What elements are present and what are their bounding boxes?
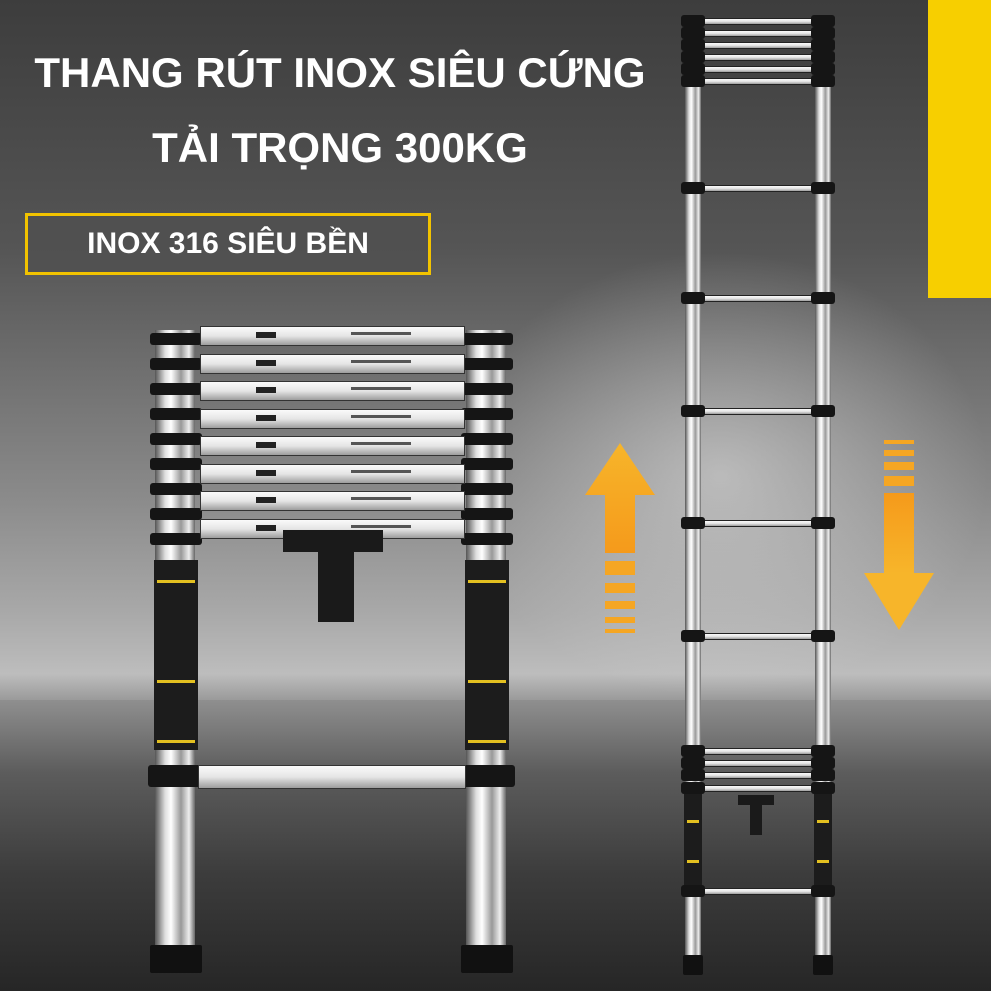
ladder-rung bbox=[698, 785, 816, 792]
ladder-rung bbox=[698, 408, 816, 415]
rail-collar bbox=[681, 182, 705, 194]
ladder-rung bbox=[200, 463, 465, 484]
rail-collar bbox=[681, 405, 705, 417]
rail-collar bbox=[681, 885, 705, 897]
warning-label bbox=[154, 560, 198, 750]
ladder-rung bbox=[698, 772, 816, 779]
ladder-rung bbox=[698, 54, 816, 61]
ladder-rung bbox=[698, 18, 816, 25]
rail-collar bbox=[681, 292, 705, 304]
ladder-rung bbox=[698, 66, 816, 73]
ladder-foot bbox=[683, 955, 703, 975]
rail-collar bbox=[150, 358, 202, 370]
rail-collar bbox=[811, 630, 835, 642]
ladder-rung bbox=[198, 765, 466, 789]
headline-line-1: THANG RÚT INOX SIÊU CỨNG bbox=[34, 49, 646, 96]
warning-label bbox=[465, 560, 509, 750]
ladder-rung bbox=[698, 760, 816, 767]
rail-collar bbox=[461, 383, 513, 395]
ladder-rung bbox=[698, 295, 816, 302]
rail-collar bbox=[461, 458, 513, 470]
rail-collar bbox=[811, 745, 835, 757]
rail-collar bbox=[811, 769, 835, 781]
rail-collar bbox=[681, 782, 705, 794]
rail-collar bbox=[461, 333, 513, 345]
rail-collar bbox=[461, 408, 513, 420]
rail-collar bbox=[811, 292, 835, 304]
rail-collar bbox=[148, 765, 204, 787]
lock-handle bbox=[318, 552, 354, 622]
material-badge: INOX 316 SIÊU BỀN bbox=[25, 213, 431, 275]
ladder-rung bbox=[200, 408, 465, 429]
rail-collar bbox=[811, 757, 835, 769]
ladder-rung bbox=[698, 30, 816, 37]
ladder-rung bbox=[698, 888, 816, 895]
rail-collar bbox=[811, 39, 835, 51]
rail-collar bbox=[811, 885, 835, 897]
rail-collar bbox=[811, 182, 835, 194]
rail-collar bbox=[811, 27, 835, 39]
rail-collar bbox=[150, 508, 202, 520]
ladder-rung bbox=[200, 491, 465, 511]
rail-collar bbox=[461, 533, 513, 545]
headline-line-2: TẢI TRỌNG 300KG bbox=[152, 124, 528, 171]
ladder-rail bbox=[685, 18, 701, 973]
rail-collar bbox=[461, 508, 513, 520]
ladder-rung bbox=[698, 520, 816, 527]
ladder-foot bbox=[150, 945, 202, 973]
rail-collar bbox=[681, 15, 705, 27]
arrow-down-icon bbox=[864, 440, 934, 630]
rail-collar bbox=[681, 630, 705, 642]
arrow-up-icon bbox=[585, 443, 655, 633]
yellow-accent-block bbox=[928, 0, 991, 298]
warning-label bbox=[814, 790, 832, 890]
rail-collar bbox=[461, 358, 513, 370]
rail-collar bbox=[811, 75, 835, 87]
rail-collar bbox=[811, 405, 835, 417]
ladder-rung bbox=[698, 748, 816, 755]
rail-collar bbox=[150, 408, 202, 420]
rail-collar bbox=[681, 27, 705, 39]
rail-collar bbox=[150, 533, 202, 545]
ladder-rung bbox=[698, 78, 816, 85]
rail-collar bbox=[681, 745, 705, 757]
rail-collar bbox=[681, 517, 705, 529]
rail-collar bbox=[811, 51, 835, 63]
lock-handle bbox=[283, 530, 383, 552]
rail-collar bbox=[811, 63, 835, 75]
lock-handle bbox=[750, 805, 762, 835]
lock-handle bbox=[738, 795, 774, 805]
rail-collar bbox=[461, 483, 513, 495]
ladder-rail bbox=[815, 18, 831, 973]
rail-collar bbox=[681, 757, 705, 769]
rail-collar bbox=[681, 769, 705, 781]
rail-collar bbox=[811, 517, 835, 529]
rail-collar bbox=[150, 433, 202, 445]
rail-collar bbox=[811, 782, 835, 794]
ladder-rung bbox=[698, 633, 816, 640]
rail-collar bbox=[150, 458, 202, 470]
rail-collar bbox=[681, 63, 705, 75]
rail-collar bbox=[150, 333, 202, 345]
rail-collar bbox=[681, 51, 705, 63]
ladder-rung bbox=[698, 42, 816, 49]
ladder-rung bbox=[200, 436, 465, 456]
rail-collar bbox=[811, 15, 835, 27]
ladder-rung bbox=[200, 326, 465, 346]
ladder-rung bbox=[200, 353, 465, 374]
rail-collar bbox=[150, 483, 202, 495]
warning-label bbox=[684, 790, 702, 890]
rail-collar bbox=[459, 765, 515, 787]
ladder-rung bbox=[698, 185, 816, 192]
rail-collar bbox=[681, 39, 705, 51]
ladder-rung bbox=[200, 381, 465, 401]
rail-collar bbox=[681, 75, 705, 87]
rail-collar bbox=[150, 383, 202, 395]
ladder-foot bbox=[461, 945, 513, 973]
rail-collar bbox=[461, 433, 513, 445]
ladder-foot bbox=[813, 955, 833, 975]
